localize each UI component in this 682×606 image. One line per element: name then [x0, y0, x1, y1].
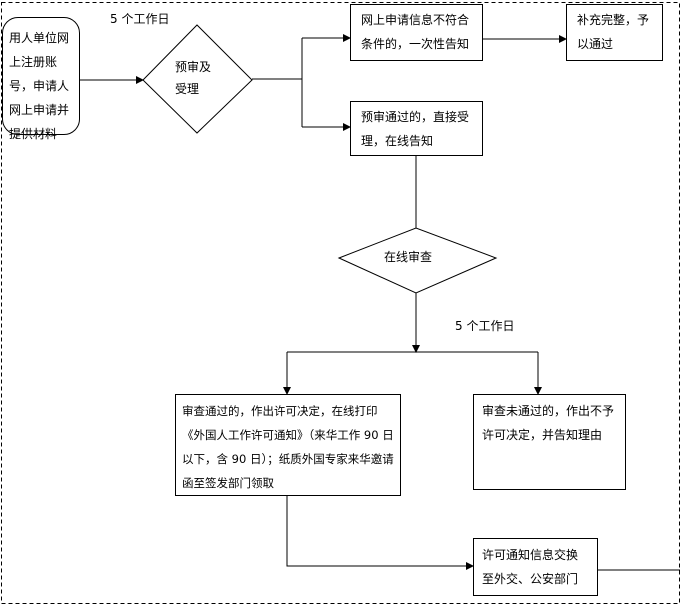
precheck-pass-node: 预审通过的，直接受理，在线告知 [350, 101, 483, 156]
exchange-node: 许可通知信息交换至外交、公安部门 [473, 538, 598, 596]
start-node: 用人单位网上注册账号，申请人网上申请并提供材料 [2, 17, 80, 141]
review-pass-node: 审查通过的，作出许可决定，在线打印《外国人工作许可通知》（来华工作 90 日以下… [175, 394, 401, 496]
days-label-1: 5 个工作日 [110, 12, 170, 26]
supplement-node: 补充完整，予以通过 [566, 4, 663, 61]
diamond-precheck [142, 24, 253, 134]
online-review-label: 在线审查 [384, 250, 433, 264]
precheck-label: 预审及受理 [175, 60, 212, 96]
review-fail-node: 审查未通过的，作出不予许可决定，并告知理由 [473, 394, 626, 490]
days-label-2: 5 个工作日 [455, 319, 515, 333]
diamond-online-review [337, 227, 498, 294]
arrow-to-exchange [286, 495, 474, 570]
not-qualified-node: 网上申请信息不符合条件的，一次性告知 [350, 4, 483, 61]
